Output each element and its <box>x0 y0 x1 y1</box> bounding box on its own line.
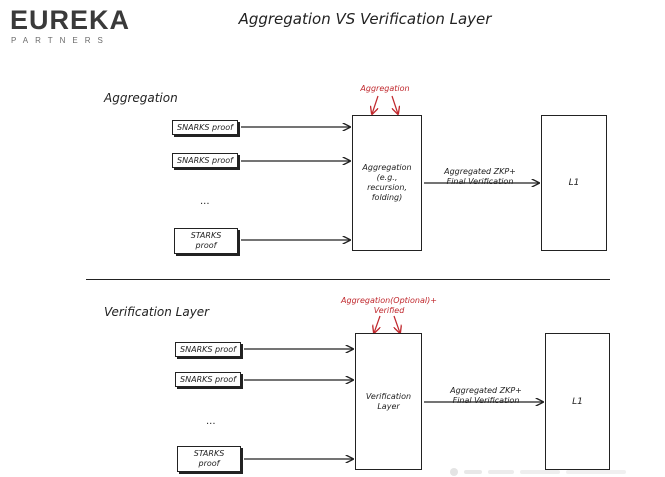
annotation-arrow-right <box>393 315 400 333</box>
snarks-proof-box: SNARKS proof <box>175 342 241 357</box>
verification-annotation: Aggregation(Optional)+ Verified <box>341 296 437 315</box>
starks-proof-box: STARKS proof <box>177 446 241 472</box>
section-divider <box>86 279 610 280</box>
verification-layer-box: Verification Layer <box>355 333 422 470</box>
snarks-proof-box: SNARKS proof <box>175 372 241 387</box>
snarks-proof-box: SNARKS proof <box>172 120 238 135</box>
eureka-logo: EUREKA PARTNERS <box>10 6 130 45</box>
watermark-graphic <box>450 468 626 476</box>
page-title: Aggregation VS Verification Layer <box>238 10 492 28</box>
section-title-aggregation: Aggregation <box>104 91 178 105</box>
aggregation-box: Aggregation (e.g., recursion, folding) <box>352 115 422 251</box>
ellipsis: ... <box>200 196 210 207</box>
snarks-proof-box: SNARKS proof <box>172 153 238 168</box>
annotation-arrow-left <box>372 95 379 114</box>
section-title-verification-layer: Verification Layer <box>104 305 210 319</box>
aggregation-annotation: Aggregation <box>360 84 410 93</box>
logo-name: EUREKA <box>10 5 131 35</box>
l1-box: L1 <box>541 115 607 251</box>
l1-box: L1 <box>545 333 610 470</box>
ellipsis: ... <box>206 416 216 427</box>
logo-subtitle: PARTNERS <box>11 36 110 45</box>
annotation-arrow-left <box>374 315 381 333</box>
starks-proof-box: STARKS proof <box>174 228 238 254</box>
annotation-arrow-right <box>391 95 398 114</box>
edge-label: Aggregated ZKP+ Final Verification <box>444 167 516 186</box>
edge-label: Aggregated ZKP+ Final Verification <box>450 386 522 405</box>
